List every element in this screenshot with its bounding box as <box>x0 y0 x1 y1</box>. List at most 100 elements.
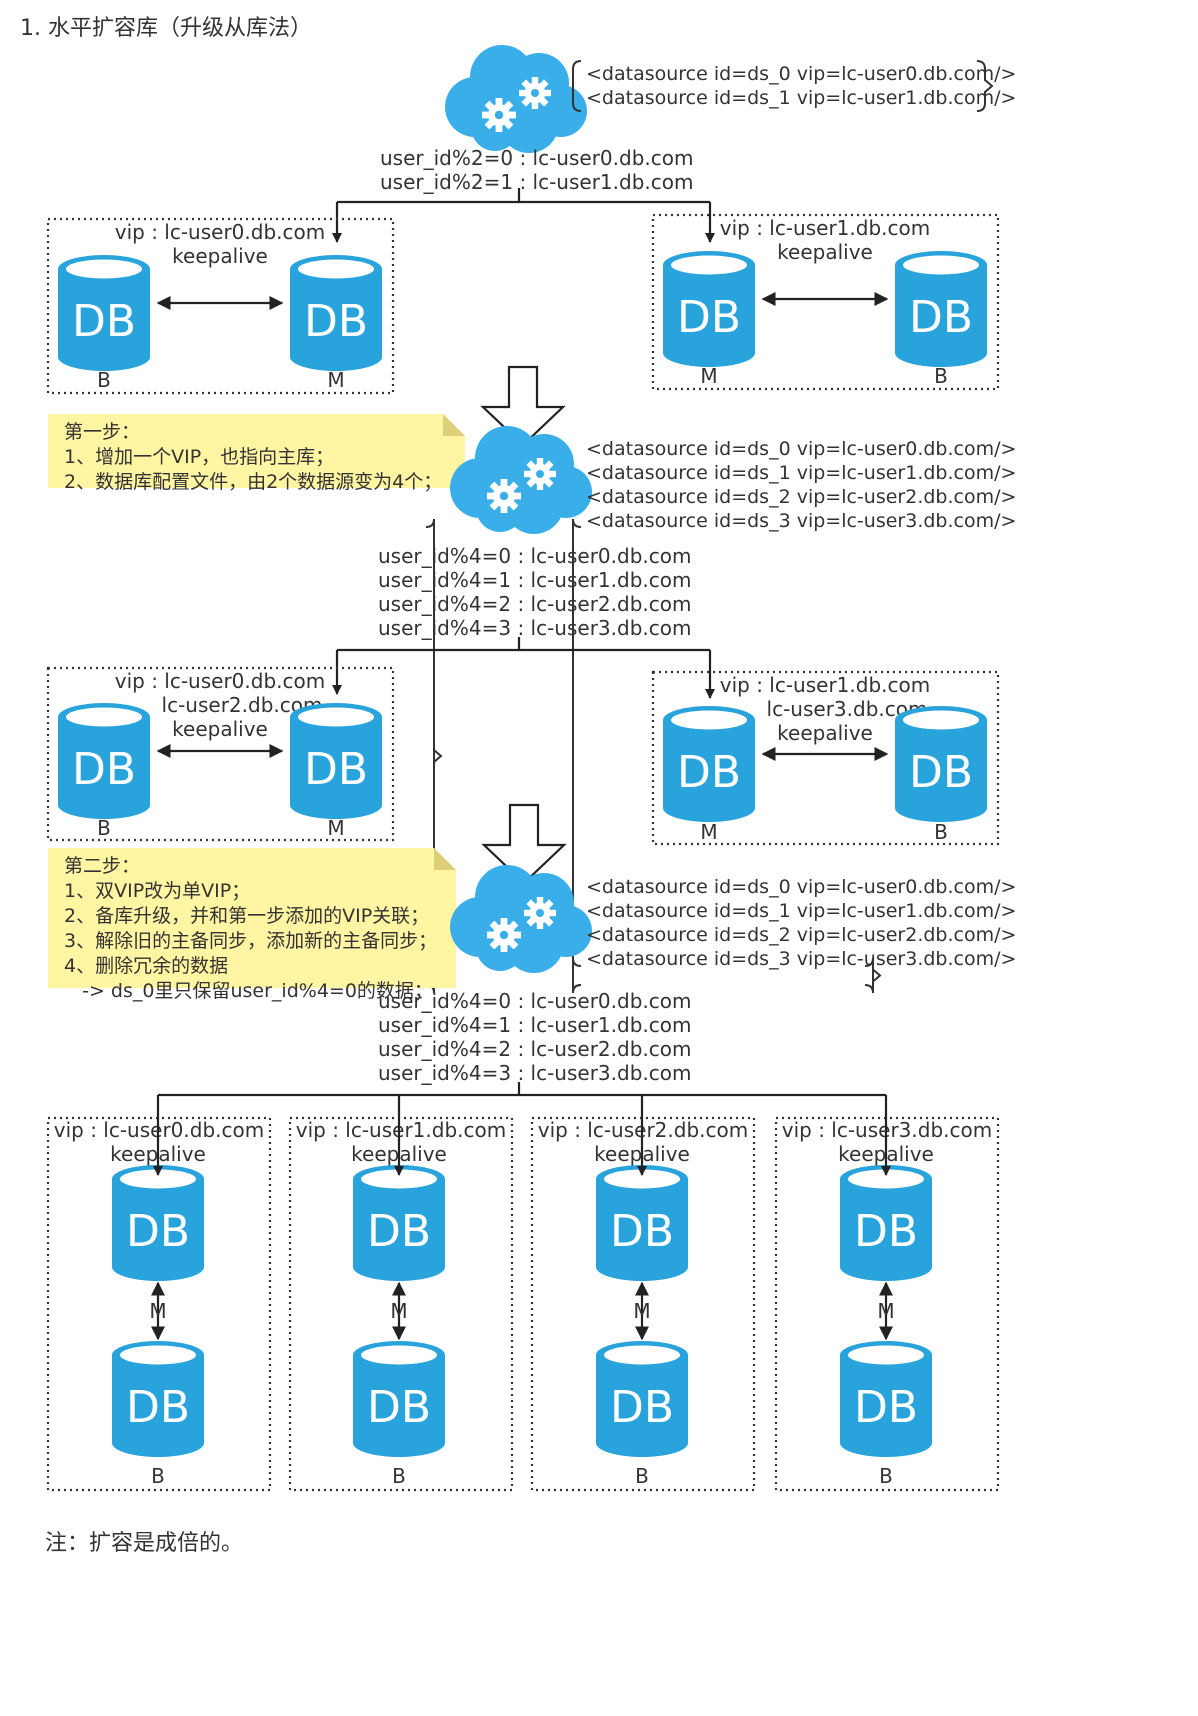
datasource-entry: <datasource id=ds_0 vip=lc-user0.db.com/… <box>586 876 1016 898</box>
db-label: DB <box>854 1382 918 1433</box>
role-label: B <box>635 1464 649 1488</box>
database-icon: DB <box>663 706 755 822</box>
role-label: B <box>151 1464 165 1488</box>
vip-label: vip : lc-user1.db.com <box>720 673 930 697</box>
route-rule: user_id%4=3 : lc-user3.db.com <box>378 616 691 640</box>
keepalive-label: keepalive <box>777 240 873 264</box>
route-rule: user_id%4=2 : lc-user2.db.com <box>378 1037 691 1061</box>
database-icon: DB <box>290 703 382 819</box>
database-icon: DB <box>840 1341 932 1457</box>
role-label: B <box>97 816 111 840</box>
database-icon: DB <box>596 1341 688 1457</box>
note-line: 1、增加一个VIP，也指向主库； <box>64 446 334 468</box>
database-icon: DB <box>112 1341 204 1457</box>
db-label: DB <box>909 292 973 343</box>
ha-group-box <box>774 1116 1000 1492</box>
vip-label: vip : lc-user0.db.com <box>115 220 325 244</box>
brace-stage3-right <box>864 957 882 994</box>
database-icon: DB <box>353 1341 445 1457</box>
datasource-entry: <datasource id=ds_1 vip=lc-user1.db.com/… <box>586 900 1016 922</box>
route-rule: user_id%4=1 : lc-user1.db.com <box>378 568 691 592</box>
route-rule: user_id%4=2 : lc-user2.db.com <box>378 592 691 616</box>
note-title: 第一步： <box>64 421 140 443</box>
config-cloud-icon <box>450 426 592 534</box>
datasource-entry: <datasource id=ds_0 vip=lc-user0.db.com/… <box>586 438 1016 460</box>
db-label: DB <box>126 1206 190 1257</box>
keepalive-label: keepalive <box>172 244 268 268</box>
database-icon: DB <box>58 703 150 819</box>
db-label: DB <box>72 744 136 795</box>
vip-label: vip : lc-user0.db.com <box>115 669 325 693</box>
db-label: DB <box>677 292 741 343</box>
role-label: M <box>877 1299 894 1323</box>
ha-group-box <box>651 213 1000 391</box>
database-icon: DB <box>58 255 150 371</box>
step1-note: 第一步： 1、增加一个VIP，也指向主库； 2、数据库配置文件，由2个数据源变为4个… <box>48 414 465 493</box>
ha-group-box <box>530 1116 756 1492</box>
role-label: M <box>700 364 717 388</box>
step-down-arrow <box>481 803 567 885</box>
datasource-entry: <datasource id=ds_0 vip=lc-user0.db.com/… <box>586 63 1016 85</box>
role-label: M <box>149 1299 166 1323</box>
route-rule: user_id%2=0 : lc-user0.db.com <box>380 146 693 170</box>
note-line: 2、数据库配置文件，由2个数据源变为4个； <box>64 471 442 493</box>
database-icon: DB <box>840 1165 932 1281</box>
database-icon: DB <box>895 706 987 822</box>
role-label: M <box>327 368 344 392</box>
db-label: DB <box>610 1382 674 1433</box>
role-label: B <box>934 820 948 844</box>
note-line: 4、删除冗余的数据 <box>64 955 228 977</box>
ha-group-box <box>46 666 395 842</box>
datasource-entry: <datasource id=ds_1 vip=lc-user1.db.com/… <box>586 462 1016 484</box>
db-label: DB <box>72 296 136 347</box>
ha-group-box <box>46 1116 272 1492</box>
ha-group-box <box>651 670 1000 846</box>
role-label: M <box>700 820 717 844</box>
page-title: 1. 水平扩容库（升级从库法） <box>20 16 312 41</box>
role-label: B <box>97 368 111 392</box>
route-rule: user_id%4=3 : lc-user3.db.com <box>378 1061 691 1085</box>
step2-note: 第二步： 1、双VIP改为单VIP； 2、备库升级，并和第一步添加的VIP关联； 3、… <box>48 848 456 1002</box>
database-icon: DB <box>596 1165 688 1281</box>
route-rule: user_id%2=1 : lc-user1.db.com <box>380 170 693 194</box>
database-icon: DB <box>353 1165 445 1281</box>
role-label: B <box>392 1464 406 1488</box>
route-rule: user_id%4=1 : lc-user1.db.com <box>378 1013 691 1037</box>
note-title: 第二步： <box>64 855 140 877</box>
database-icon: DB <box>895 251 987 367</box>
db-label: DB <box>367 1206 431 1257</box>
db-label: DB <box>367 1382 431 1433</box>
note-line: 2、备库升级，并和第一步添加的VIP关联； <box>64 905 429 927</box>
brace-stage1-right <box>976 60 994 112</box>
ha-group-box <box>288 1116 514 1492</box>
db-label: DB <box>909 747 973 798</box>
db-label: DB <box>304 296 368 347</box>
datasource-entry: <datasource id=ds_1 vip=lc-user1.db.com/… <box>586 87 1016 109</box>
datasource-entry: <datasource id=ds_3 vip=lc-user3.db.com/… <box>586 948 1016 970</box>
note-line: 3、解除旧的主备同步，添加新的主备同步； <box>64 930 437 952</box>
config-cloud-icon <box>450 865 592 973</box>
keepalive-label: keepalive <box>172 717 268 741</box>
role-label: B <box>879 1464 893 1488</box>
database-icon: DB <box>663 251 755 367</box>
db-label: DB <box>610 1206 674 1257</box>
note-line: 1、双VIP改为单VIP； <box>64 880 250 902</box>
config-cloud-icon <box>445 45 587 153</box>
database-icon: DB <box>112 1165 204 1281</box>
datasource-entry: <datasource id=ds_3 vip=lc-user3.db.com/… <box>586 510 1016 532</box>
keepalive-label: keepalive <box>777 721 873 745</box>
vip-label: vip : lc-user1.db.com <box>720 216 930 240</box>
database-icon: DB <box>290 255 382 371</box>
route-rule: user_id%4=0 : lc-user0.db.com <box>378 989 691 1013</box>
role-label: M <box>390 1299 407 1323</box>
route-rule: user_id%4=0 : lc-user0.db.com <box>378 544 691 568</box>
ha-group-box <box>46 217 395 395</box>
db-label: DB <box>304 744 368 795</box>
db-label: DB <box>854 1206 918 1257</box>
vip-label: vip : lc-user1.db.com <box>296 1118 506 1142</box>
brace-stage1-left <box>572 60 582 112</box>
datasource-entry: <datasource id=ds_2 vip=lc-user2.db.com/… <box>586 486 1016 508</box>
step-down-arrow <box>480 365 566 447</box>
datasource-entry: <datasource id=ds_2 vip=lc-user2.db.com/… <box>586 924 1016 946</box>
